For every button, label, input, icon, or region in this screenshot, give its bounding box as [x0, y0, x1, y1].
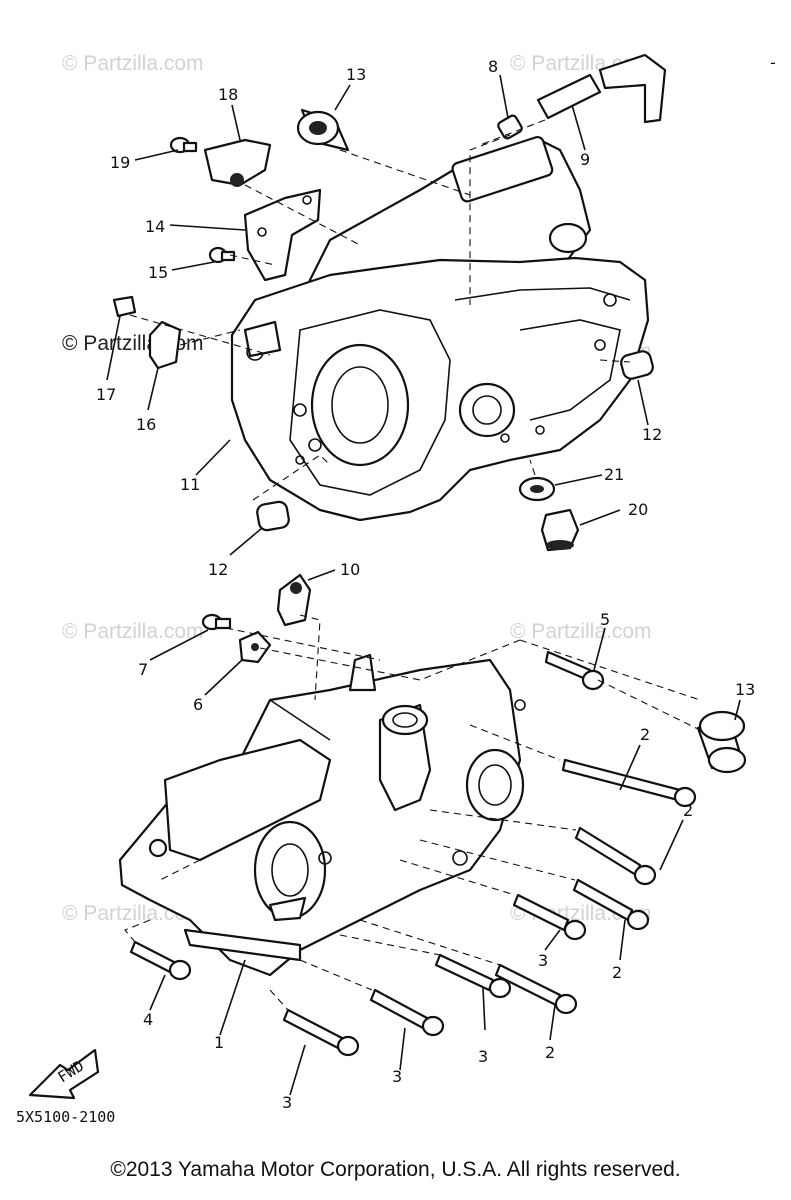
bolt-3a [512, 893, 587, 941]
clip-16 [148, 320, 182, 370]
callout-8: 8 [488, 57, 498, 76]
callout-16: 16 [136, 415, 156, 434]
bolt-5 [544, 650, 605, 691]
screw-7 [201, 613, 232, 631]
callout-14: 14 [145, 217, 165, 236]
bushing-13-top [296, 108, 350, 152]
bushing-13-bottom [696, 710, 747, 774]
bolt-4 [129, 940, 192, 981]
callout-19: 19 [110, 153, 130, 172]
dowel-12-left [256, 500, 290, 532]
leader-lines [106, 74, 741, 1096]
diagram-code: 5X5100-2100 [16, 1108, 115, 1126]
callout-1: 1 [214, 1033, 224, 1052]
crankcase-left-half [118, 653, 526, 977]
corner-mark: - [770, 53, 776, 72]
callout-7: 7 [138, 660, 148, 679]
callout-labels: 13 8 9 18 19 14 15 17 16 11 12 21 20 12 … [96, 57, 755, 1112]
bolt-2d [494, 963, 578, 1015]
callout-18: 18 [218, 85, 238, 104]
callout-6: 6 [193, 695, 203, 714]
bolt-2a [561, 758, 697, 808]
crankcase-right-half [230, 135, 650, 522]
callout-13: 13 [346, 65, 366, 84]
plate-14 [243, 188, 322, 282]
callout-12-right: 12 [642, 425, 662, 444]
screw-19 [169, 136, 198, 154]
callout-3: 3 [392, 1067, 402, 1086]
watermark: © Partzilla.com [62, 332, 204, 355]
nipple-8 [497, 114, 523, 140]
washer-21 [518, 476, 556, 502]
loose-parts [112, 53, 747, 1057]
bracket-18 [203, 138, 272, 187]
callout-17: 17 [96, 385, 116, 404]
callout-2: 2 [612, 963, 622, 982]
plate-6 [238, 630, 272, 664]
bolt-3b [434, 953, 512, 999]
bolt-3c [369, 988, 445, 1037]
callout-3: 3 [538, 951, 548, 970]
crankcase-exploded-diagram: © Partzilla.com © Partzilla.com © Partzi… [16, 52, 776, 1126]
copyright-notice: ©2013 Yamaha Motor Corporation, U.S.A. A… [110, 1158, 681, 1181]
bolt-2b [574, 826, 657, 886]
callout-3: 3 [282, 1093, 292, 1112]
clamp-10 [276, 573, 312, 627]
callout-2: 2 [545, 1043, 555, 1062]
callout-13-lower: 13 [735, 680, 755, 699]
fwd-arrow: FWD [28, 1048, 100, 1100]
dowel-12-right [620, 350, 654, 380]
bolt-17 [112, 295, 137, 318]
callout-9: 9 [580, 150, 590, 169]
alignment-lines [124, 119, 701, 1011]
watermark: © Partzilla.com [510, 620, 652, 643]
callout-20: 20 [628, 500, 648, 519]
callout-4: 4 [143, 1010, 153, 1029]
bolt-3d [282, 1008, 360, 1057]
callout-10: 10 [340, 560, 360, 579]
callout-2: 2 [640, 725, 650, 744]
callout-3: 3 [478, 1047, 488, 1066]
drain-bolt-20 [540, 508, 580, 552]
bolt-2c [572, 878, 650, 931]
callout-11: 11 [180, 475, 200, 494]
callout-12-left: 12 [208, 560, 228, 579]
callout-5: 5 [600, 610, 610, 629]
callout-15: 15 [148, 263, 168, 282]
watermark: © Partzilla.com [62, 52, 204, 75]
callout-2: 2 [683, 801, 693, 820]
callout-21: 21 [604, 465, 624, 484]
watermark: © Partzilla.com [62, 620, 204, 643]
hose-9 [536, 53, 667, 124]
